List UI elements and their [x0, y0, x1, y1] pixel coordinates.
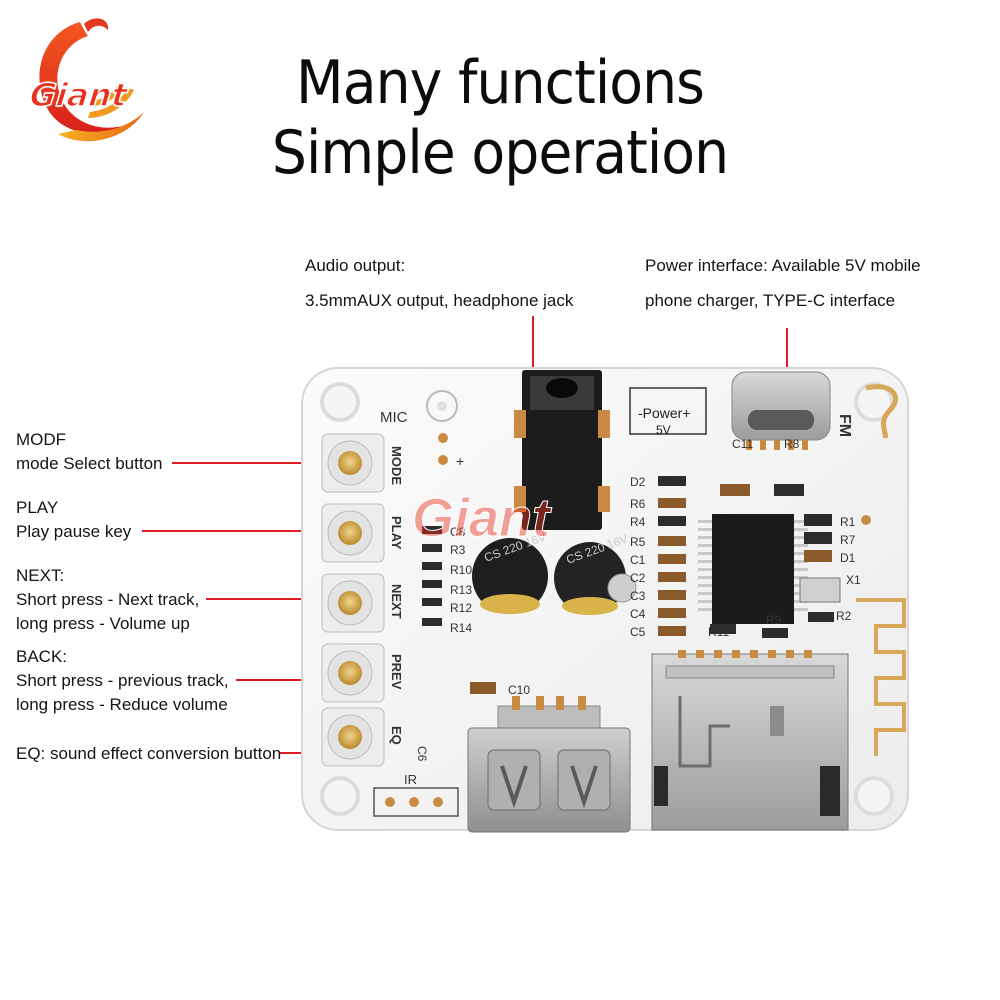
next-label: NEXT: [16, 566, 65, 585]
svg-text:+: + [456, 453, 464, 469]
silk-r1: R1 [840, 515, 856, 529]
audio-jack[interactable] [514, 370, 610, 530]
back-description-1: Short press - previous track, [16, 671, 229, 690]
silk-r12: R12 [450, 601, 472, 615]
mode-button[interactable] [321, 433, 385, 493]
silk-fm: FM [836, 414, 853, 437]
mode-leader-line [172, 462, 348, 464]
silk-c1: C1 [630, 553, 646, 567]
power-leader-line [786, 328, 788, 396]
silk-r13: R13 [450, 583, 472, 597]
next-description-2: long press - Volume up [16, 614, 190, 633]
silk-c4: C4 [630, 607, 646, 621]
next-description-1: Short press - Next track, [16, 590, 200, 609]
silk-5v: 5V [656, 423, 671, 437]
eq-label: EQ: sound effect conversion button [16, 744, 282, 763]
tf-card-slot[interactable] [651, 650, 849, 831]
mic-label: MIC [380, 409, 408, 426]
play-leader-line [142, 530, 348, 532]
silk-r7: R7 [840, 533, 856, 547]
power-interface-description: phone charger, TYPE-C interface [645, 291, 896, 310]
silk-r8: R8 [784, 437, 800, 451]
silk-d1: D1 [840, 551, 856, 565]
audio-output-description: 3.5mmAUX output, headphone jack [305, 291, 574, 310]
mode-description: mode Select button [16, 454, 163, 473]
silk-c8: C8 [450, 525, 466, 539]
audio-output-heading: Audio output: [305, 256, 406, 275]
giant-logo: Giant [18, 14, 158, 149]
silk-x1: X1 [846, 573, 861, 587]
silk-play: PLAY [389, 516, 404, 550]
silk-prev: PREV [389, 654, 404, 690]
silk-r5: R5 [630, 535, 646, 549]
eq-button[interactable] [321, 707, 385, 767]
page-title-line-2: Simple operation [271, 118, 729, 188]
silk-r4: R4 [630, 515, 646, 529]
next-button[interactable] [321, 573, 385, 633]
silk-c6: C6 [415, 746, 429, 762]
play-button[interactable] [321, 503, 385, 563]
usb-a-port[interactable] [467, 696, 631, 833]
back-description-2: long press - Reduce volume [16, 695, 228, 714]
silk-next: NEXT [389, 584, 404, 619]
silk-power: -Power+ [638, 405, 691, 421]
next-leader-line [206, 598, 348, 600]
silk-c2: C2 [630, 571, 646, 585]
silk-c5: C5 [630, 625, 646, 639]
usb-type-c-port[interactable] [731, 371, 831, 450]
silk-ir: IR [404, 772, 417, 787]
silk-r3: R3 [450, 543, 466, 557]
silk-eq: EQ [389, 726, 404, 745]
mode-label: MODF [16, 430, 67, 449]
prev-button[interactable] [321, 643, 385, 703]
silk-r9: R9 [766, 613, 782, 627]
back-leader-line [236, 679, 348, 681]
silk-c3: C3 [630, 589, 646, 603]
play-description: Play pause key [16, 522, 132, 541]
silk-c11: C11 [732, 437, 753, 451]
silk-d2: D2 [630, 475, 646, 489]
silk-r10: R10 [450, 563, 472, 577]
silk-c10: C10 [508, 683, 530, 697]
play-label: PLAY [16, 498, 59, 517]
board-watermark: Giant [412, 488, 552, 548]
main-ic-chip [698, 514, 808, 624]
page-title-line-1: Many functions [295, 48, 705, 118]
silk-mode: MODE [389, 446, 404, 485]
power-interface-heading: Power interface: Available 5V mobile [645, 256, 921, 275]
audio-leader-line [532, 316, 534, 388]
silk-r2: R2 [836, 609, 852, 623]
silk-r14: R14 [450, 621, 472, 635]
back-label: BACK: [16, 647, 68, 666]
silk-r6: R6 [630, 497, 646, 511]
bluetooth-decoder-board: MIC + [300, 366, 912, 834]
